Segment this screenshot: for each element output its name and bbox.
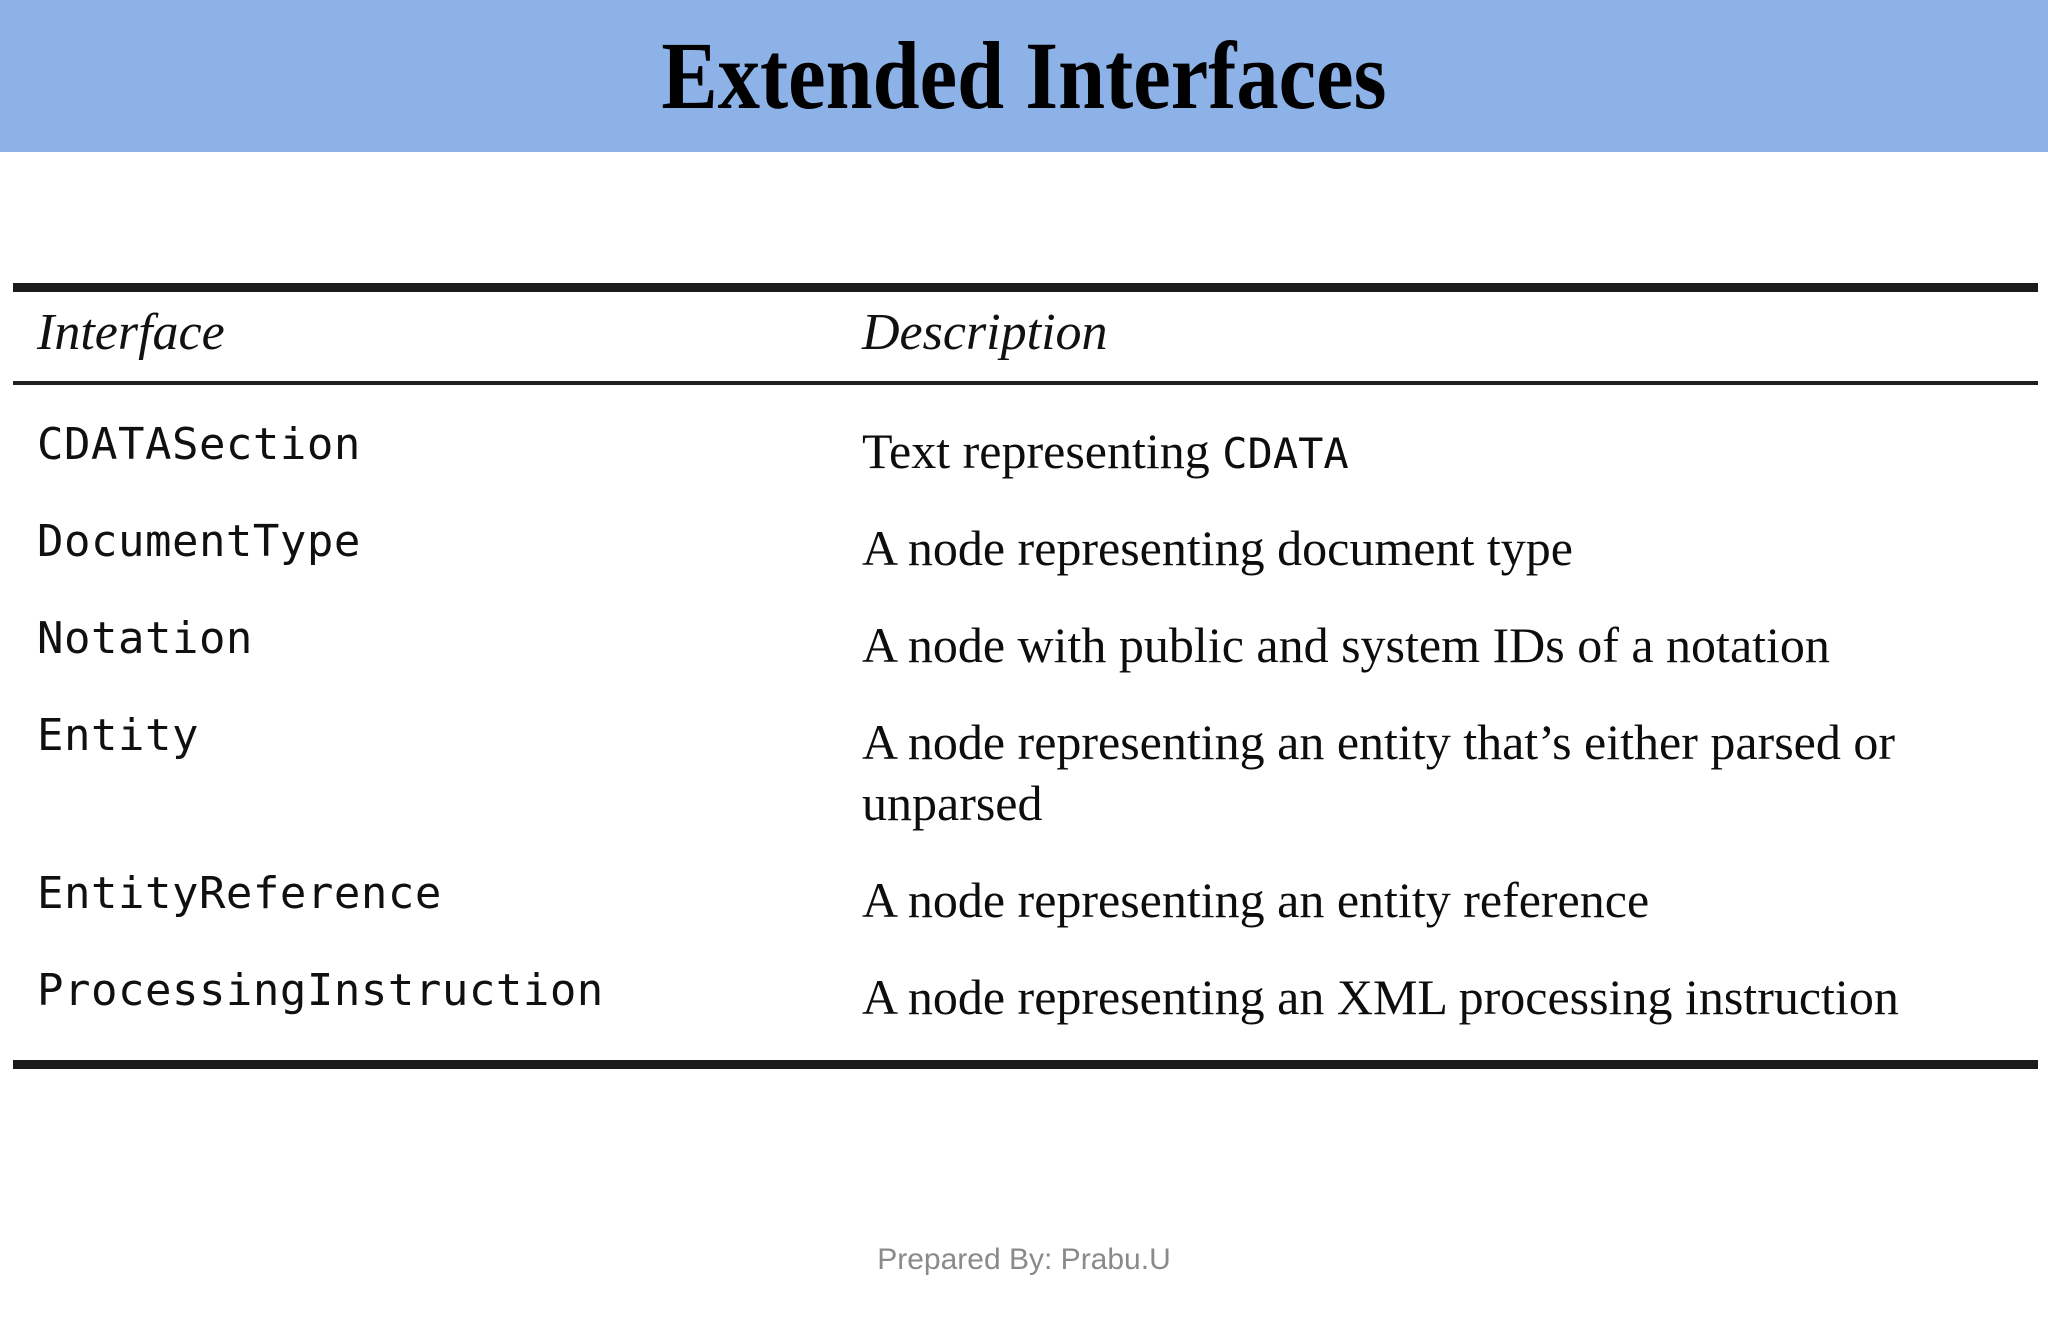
table-row: ProcessingInstruction A node representin… bbox=[13, 941, 2038, 1060]
interface-description: A node with public and system IDs of a n… bbox=[862, 616, 1830, 673]
table-cell-interface: DocumentType bbox=[13, 492, 850, 589]
table-cell-interface: EntityReference bbox=[13, 844, 850, 941]
table-cell-description: Text representing CDATA bbox=[850, 385, 2038, 492]
table-cell-description: A node representing an entity reference bbox=[850, 844, 2038, 941]
column-header-description: Description bbox=[850, 292, 2038, 381]
table-cell-description: A node with public and system IDs of a n… bbox=[850, 589, 2038, 686]
table-cell-interface: Entity bbox=[13, 686, 850, 844]
interfaces-table-body: CDATASection Text representing CDATA Doc… bbox=[13, 385, 2038, 1060]
table-bottom-rule bbox=[13, 1059, 2038, 1069]
table-row: EntityReference A node representing an e… bbox=[13, 844, 2038, 941]
table-header-rule bbox=[13, 380, 2038, 385]
interface-name: Notation bbox=[37, 612, 253, 664]
table-cell-description: A node representing an entity that’s eit… bbox=[850, 686, 2038, 844]
table-cell-interface: CDATASection bbox=[13, 385, 850, 492]
interface-name: EntityReference bbox=[37, 867, 442, 919]
table-cell-interface: ProcessingInstruction bbox=[13, 941, 850, 1060]
table-cell-description: A node representing document type bbox=[850, 492, 2038, 589]
table-top-rule bbox=[13, 283, 2038, 292]
table-row: Notation A node with public and system I… bbox=[13, 589, 2038, 686]
table-row: CDATASection Text representing CDATA bbox=[13, 385, 2038, 492]
interface-description: A node representing an entity that’s eit… bbox=[862, 713, 1896, 831]
table-cell-interface: Notation bbox=[13, 589, 850, 686]
slide-footer: Prepared By: Prabu.U bbox=[0, 1245, 2048, 1275]
table-row: Entity A node representing an entity tha… bbox=[13, 686, 2038, 844]
description-text-part: Text representing bbox=[862, 422, 1223, 479]
column-header-interface-label: Interface bbox=[37, 304, 225, 361]
column-header-description-label: Description bbox=[862, 304, 1108, 361]
column-header-interface: Interface bbox=[13, 292, 850, 381]
interface-description: A node representing document type bbox=[862, 519, 1573, 576]
interface-name: DocumentType bbox=[37, 515, 361, 567]
interfaces-table: Interface Description bbox=[13, 292, 2038, 381]
title-banner: Extended Interfaces bbox=[0, 0, 2048, 152]
description-code-part: CDATA bbox=[1222, 428, 1349, 478]
interface-description: Text representing CDATA bbox=[850, 421, 2038, 482]
interfaces-table-container: Interface Description CDATASection Text … bbox=[13, 283, 2038, 1069]
interface-name: Entity bbox=[37, 709, 199, 761]
table-header-row: Interface Description bbox=[13, 292, 2038, 381]
interface-name: CDATASection bbox=[37, 418, 361, 470]
table-row: DocumentType A node representing documen… bbox=[13, 492, 2038, 589]
footer-credit: Prepared By: Prabu.U bbox=[877, 1243, 1171, 1276]
page-title: Extended Interfaces bbox=[661, 22, 1387, 129]
interface-description: A node representing an entity reference bbox=[862, 871, 1650, 928]
table-cell-description: A node representing an XML processing in… bbox=[850, 941, 2038, 1060]
interface-description: A node representing an XML processing in… bbox=[862, 968, 1899, 1025]
interface-name: ProcessingInstruction bbox=[37, 964, 604, 1016]
